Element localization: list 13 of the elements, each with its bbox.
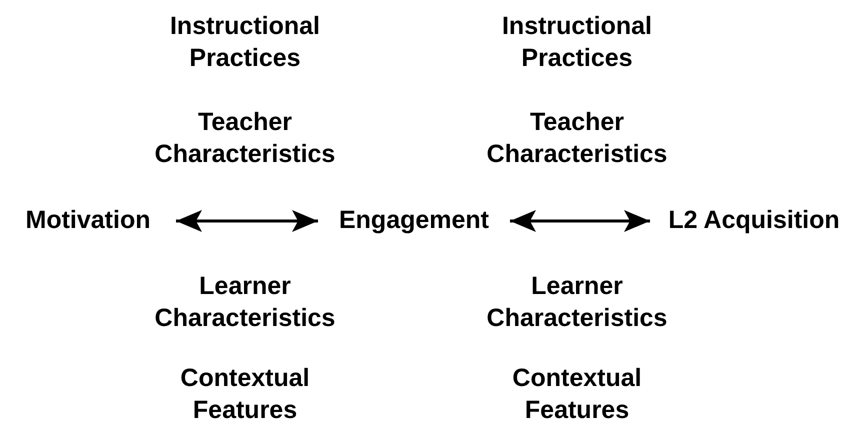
factor-label: Contextual Features	[511, 363, 643, 425]
double-arrow	[510, 210, 650, 232]
concept-label: Engagement	[318, 204, 510, 236]
factor-label: Learner Characteristics	[486, 271, 668, 334]
factor-label: Instructional Practices	[500, 11, 653, 74]
factor-label: Instructional Practices	[168, 11, 321, 74]
double-arrow	[176, 210, 318, 232]
factor-label: Teacher Characteristics	[154, 107, 336, 170]
factor-label: Contextual Features	[179, 363, 311, 425]
concept-label: L2 Acquisition	[650, 204, 858, 236]
factor-label: Learner Characteristics	[154, 271, 336, 334]
factor-label: Teacher Characteristics	[486, 107, 668, 170]
concept-label: Motivation	[0, 204, 176, 236]
